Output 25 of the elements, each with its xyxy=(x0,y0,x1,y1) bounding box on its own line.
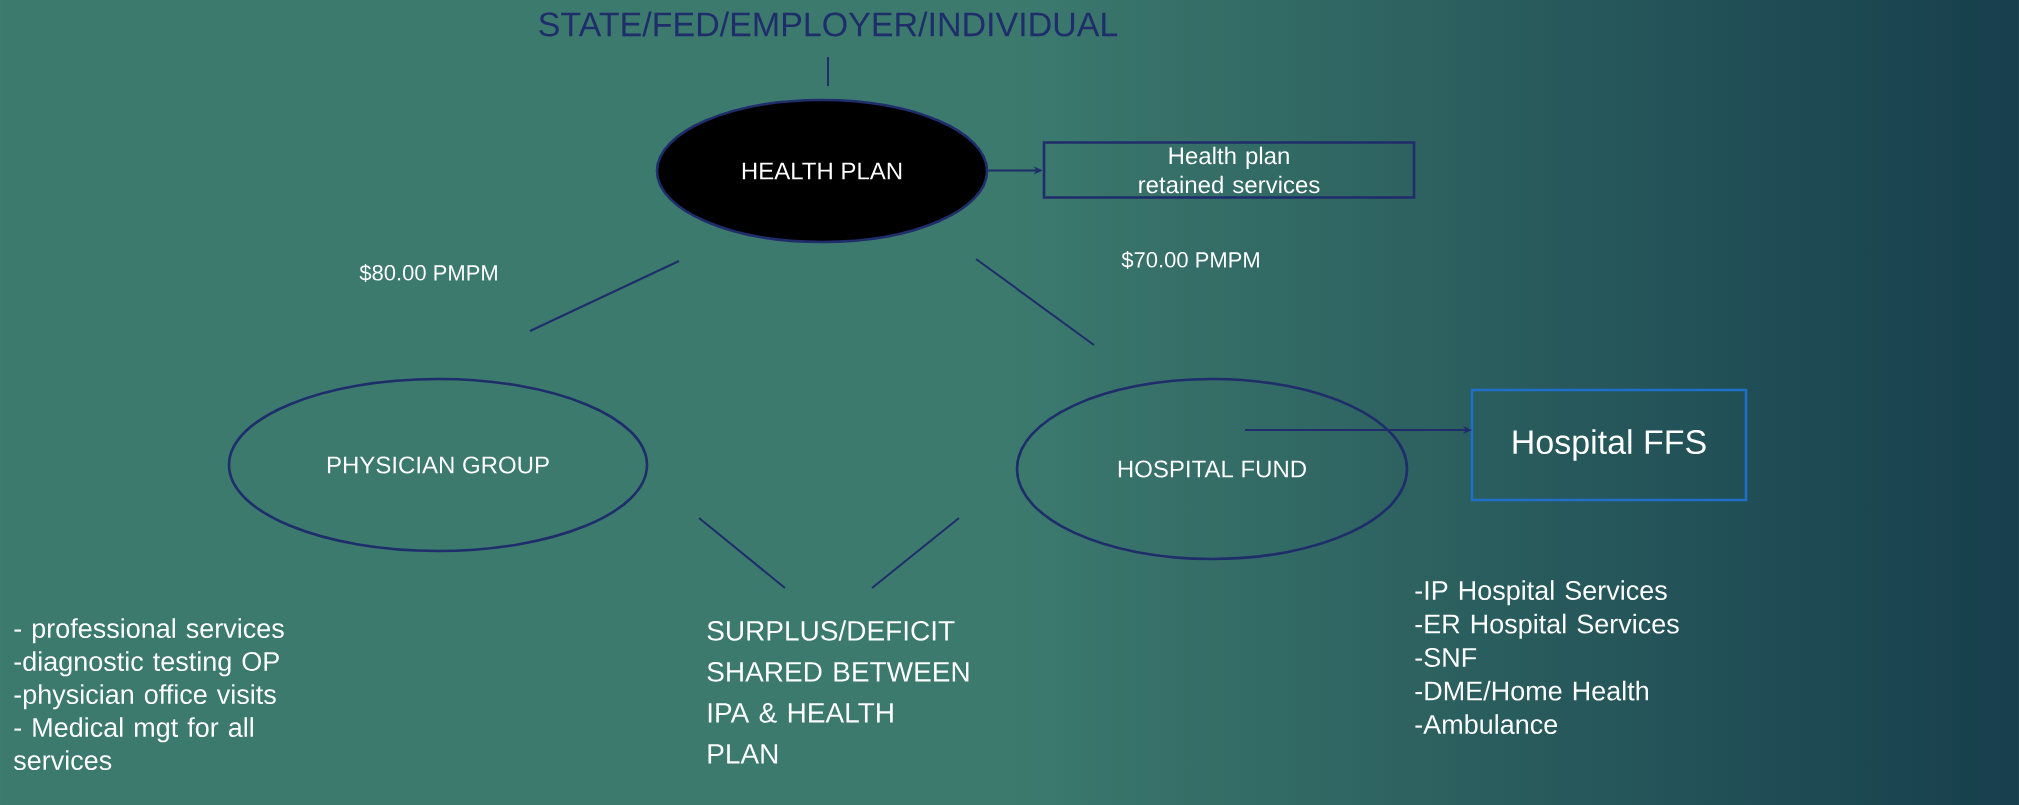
title-text: STATE/FED/EMPLOYER/INDIVIDUAL xyxy=(539,11,1118,37)
label: - Medical mgt for all services xyxy=(13,717,253,771)
label: -DME/Home Health xyxy=(1415,680,1648,701)
connector-line xyxy=(975,258,1095,346)
connector-line xyxy=(827,56,829,88)
bullet-list: - professional services -diagnostic testing OP -physician office visits - Medical mgt for all services xyxy=(13,618,284,770)
label: - professional services xyxy=(14,618,284,644)
oval: HOSPITAL FUND xyxy=(1015,377,1409,561)
label: -physician office visits xyxy=(14,684,276,710)
oval: HEALTH PLAN xyxy=(655,98,989,244)
edge-label: $70.00 PMPM xyxy=(1121,251,1259,269)
label: -Ambulance xyxy=(1415,714,1558,735)
connector-line xyxy=(698,517,786,589)
bullet-list: -IP Hospital Services -ER Hospital Services -SNF -DME/Home Health -Ambulance xyxy=(1415,580,1679,734)
connector-line xyxy=(529,260,680,332)
process-box: Health plan retained services xyxy=(1042,141,1416,199)
label: -ER Hospital Services xyxy=(1415,613,1679,639)
label: -SNF xyxy=(1415,647,1477,668)
process-box: Hospital FFS xyxy=(1470,388,1748,502)
note-text: SURPLUS/DEFICIT SHARED BETWEEN IPA & HEALTH PLAN xyxy=(707,620,969,764)
edge-label: $80.00 PMPM xyxy=(359,264,497,282)
label: -diagnostic testing OP xyxy=(14,651,279,677)
label: -IP Hospital Services xyxy=(1415,580,1667,606)
oval: PHYSICIAN GROUP xyxy=(227,377,649,553)
connector-line xyxy=(871,517,960,589)
